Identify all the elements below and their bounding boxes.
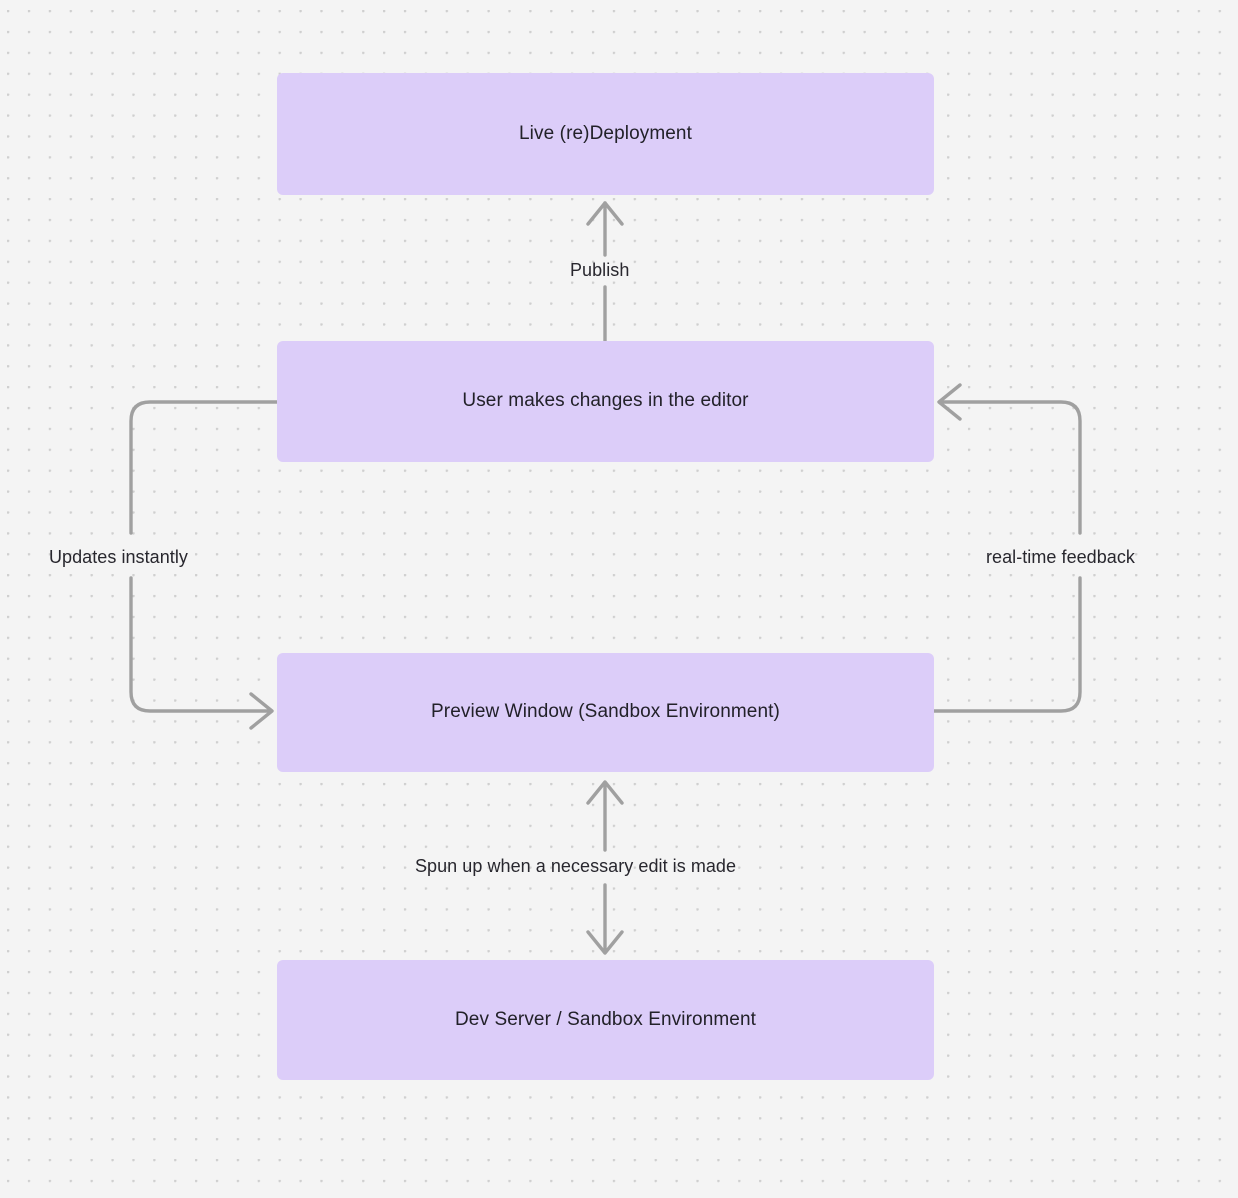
node-dev-server-label: Dev Server / Sandbox Environment [454, 1008, 756, 1030]
edge-label-updates-instantly: Updates instantly [49, 547, 188, 567]
node-dev-server[interactable]: Dev Server / Sandbox Environment [277, 960, 934, 1080]
node-preview-window[interactable]: Preview Window (Sandbox Environment) [277, 653, 934, 772]
edge-label-publish: Publish [570, 260, 630, 280]
node-user-makes-changes[interactable]: User makes changes in the editor [277, 341, 934, 462]
edge-label-real-time-feedback: real-time feedback [986, 547, 1135, 567]
node-live-deployment-label: Live (re)Deployment [519, 122, 692, 144]
node-live-deployment[interactable]: Live (re)Deployment [277, 73, 934, 195]
node-user-makes-changes-label: User makes changes in the editor [462, 390, 749, 412]
edge-label-spun-up: Spun up when a necessary edit is made [415, 856, 737, 876]
node-preview-window-label: Preview Window (Sandbox Environment) [431, 701, 780, 723]
